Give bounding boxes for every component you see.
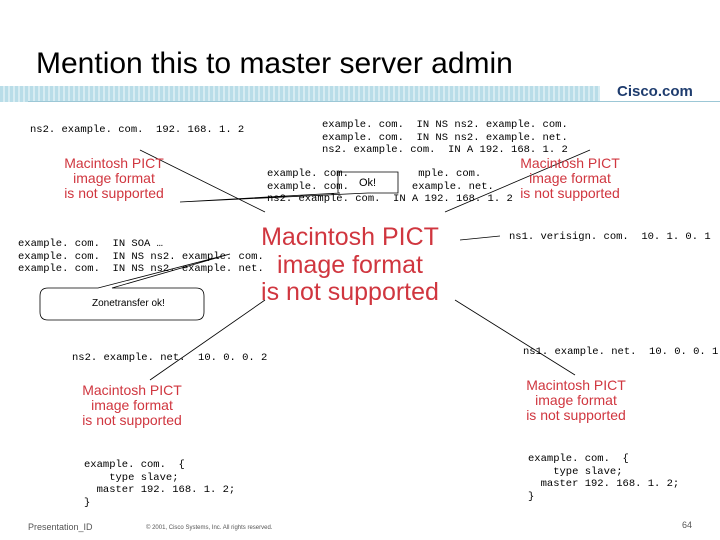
pict-placeholder-bottom-right: Macintosh PICT image format is not suppo… bbox=[526, 377, 626, 424]
left-slave-config: example. com. { type slave; master 192. … bbox=[84, 459, 236, 509]
right-slave-config: example. com. { type slave; master 192. … bbox=[528, 453, 680, 503]
link-bottom-right bbox=[454, 299, 576, 376]
ok-callout-text: Ok! bbox=[359, 177, 377, 189]
title-bar bbox=[0, 86, 600, 102]
link-top-left bbox=[139, 149, 266, 213]
footer-copyright: © 2001, Cisco Systems, Inc. All rights r… bbox=[146, 525, 273, 531]
pict-placeholder-top-right: Macintosh PICT image format is not suppo… bbox=[520, 155, 620, 202]
pict-placeholder-top-left: Macintosh PICT image format is not suppo… bbox=[64, 155, 164, 202]
ns2-example-com-label: ns2. example. com. 192. 168. 1. 2 bbox=[30, 124, 245, 136]
master-server-records: example. com. IN NS ns2. example. com. e… bbox=[322, 119, 568, 156]
center-records: example. com. mple. com. example. com. e… bbox=[267, 168, 513, 205]
ok-callout-shape bbox=[179, 171, 399, 203]
link-bottom-left bbox=[149, 299, 266, 381]
slide-title: Mention this to master server admin bbox=[36, 47, 513, 80]
cisco-logo: Cisco.com bbox=[617, 83, 693, 100]
link-top-right bbox=[444, 149, 591, 213]
link-verisign bbox=[459, 235, 501, 241]
title-divider bbox=[28, 101, 720, 102]
zone-records: example. com. IN SOA … example. com. IN … bbox=[18, 238, 264, 275]
verisign-label: ns1. verisign. com. 10. 1. 0. 1 bbox=[509, 231, 711, 243]
zone-callout-shape bbox=[39, 253, 231, 321]
ns2-example-net-label: ns2. example. net. 10. 0. 0. 2 bbox=[72, 352, 268, 364]
zonetransfer-callout-text: Zonetransfer ok! bbox=[92, 298, 165, 309]
footer-presentation-id: Presentation_ID bbox=[28, 522, 93, 532]
pict-placeholder-center: Macintosh PICT image format is not suppo… bbox=[261, 223, 439, 306]
page-number: 64 bbox=[682, 520, 693, 530]
pict-placeholder-bottom-left: Macintosh PICT image format is not suppo… bbox=[82, 382, 182, 429]
ns1-example-net-label: ns1. example. net. 10. 0. 0. 1 bbox=[523, 346, 719, 358]
